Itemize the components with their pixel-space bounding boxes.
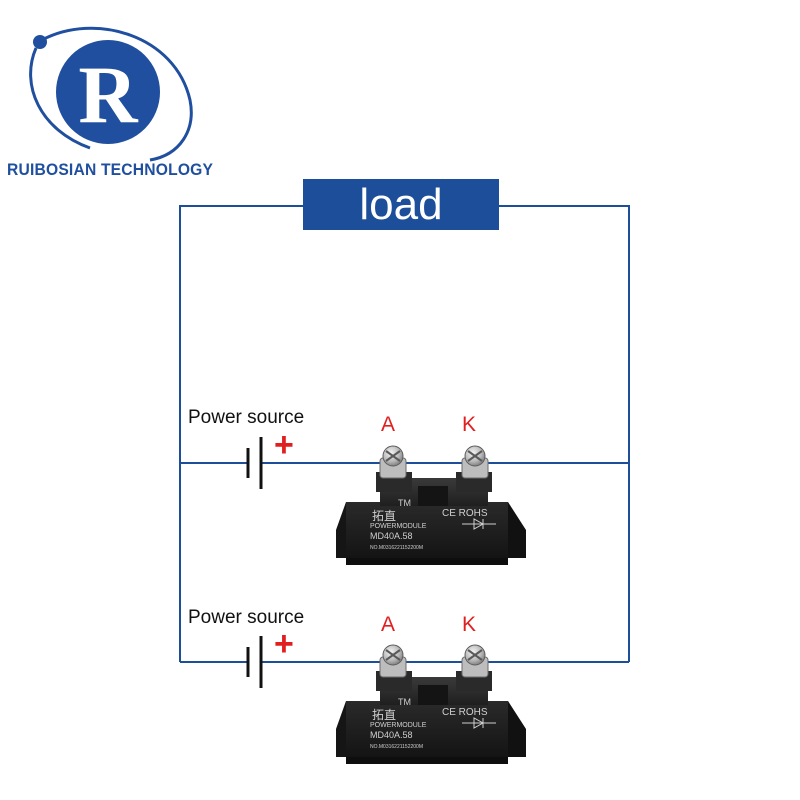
power-source-label-1: Power source — [188, 407, 305, 428]
module-type: POWERMODULE — [370, 523, 427, 530]
company-name: RUIBOSIAN TECHNOLOGY — [7, 160, 214, 179]
positive-terminal-sign-1: + — [274, 426, 294, 464]
module-serial: NO.M0316221152200M — [370, 744, 423, 750]
power-module-2: 拓直 TM CE ROHS POWERMODULE MD40A.58 NO.M0… — [335, 644, 527, 765]
wire-top-left — [179, 205, 303, 662]
module-serial: NO.M0316221152200M — [370, 545, 423, 551]
anode-label-2: A — [381, 613, 396, 636]
logo-swoosh-outer — [41, 26, 193, 162]
circuit-wires — [179, 205, 630, 663]
battery-symbol-2 — [246, 636, 263, 688]
anode-label-1: A — [381, 413, 396, 436]
cathode-label-1: K — [462, 413, 477, 436]
module-tm: TM — [398, 697, 411, 707]
logo-dot — [33, 35, 47, 49]
company-logo: R — [29, 26, 193, 162]
logo-swoosh-inner — [29, 47, 91, 150]
load-label: load — [303, 179, 499, 230]
module-cert: CE ROHS — [442, 508, 488, 519]
module-brand: 拓直 — [372, 509, 396, 523]
logo-letter: R — [78, 49, 138, 140]
module-model: MD40A.58 — [370, 531, 413, 541]
module-brand: 拓直 — [372, 708, 396, 722]
module-type: POWERMODULE — [370, 722, 427, 729]
module-tm: TM — [398, 498, 411, 508]
power-source-label-2: Power source — [188, 607, 305, 628]
power-module-1: 拓直 TM CE ROHS POWERMODULE MD40A.58 NO.M0… — [335, 445, 527, 566]
module-cert: CE ROHS — [442, 707, 488, 718]
positive-terminal-sign-2: + — [274, 625, 294, 663]
wire-top-right — [499, 205, 630, 662]
module-model: MD40A.58 — [370, 730, 413, 740]
logo-circle — [56, 40, 160, 144]
battery-symbol-1 — [246, 437, 263, 489]
cathode-label-2: K — [462, 613, 477, 636]
